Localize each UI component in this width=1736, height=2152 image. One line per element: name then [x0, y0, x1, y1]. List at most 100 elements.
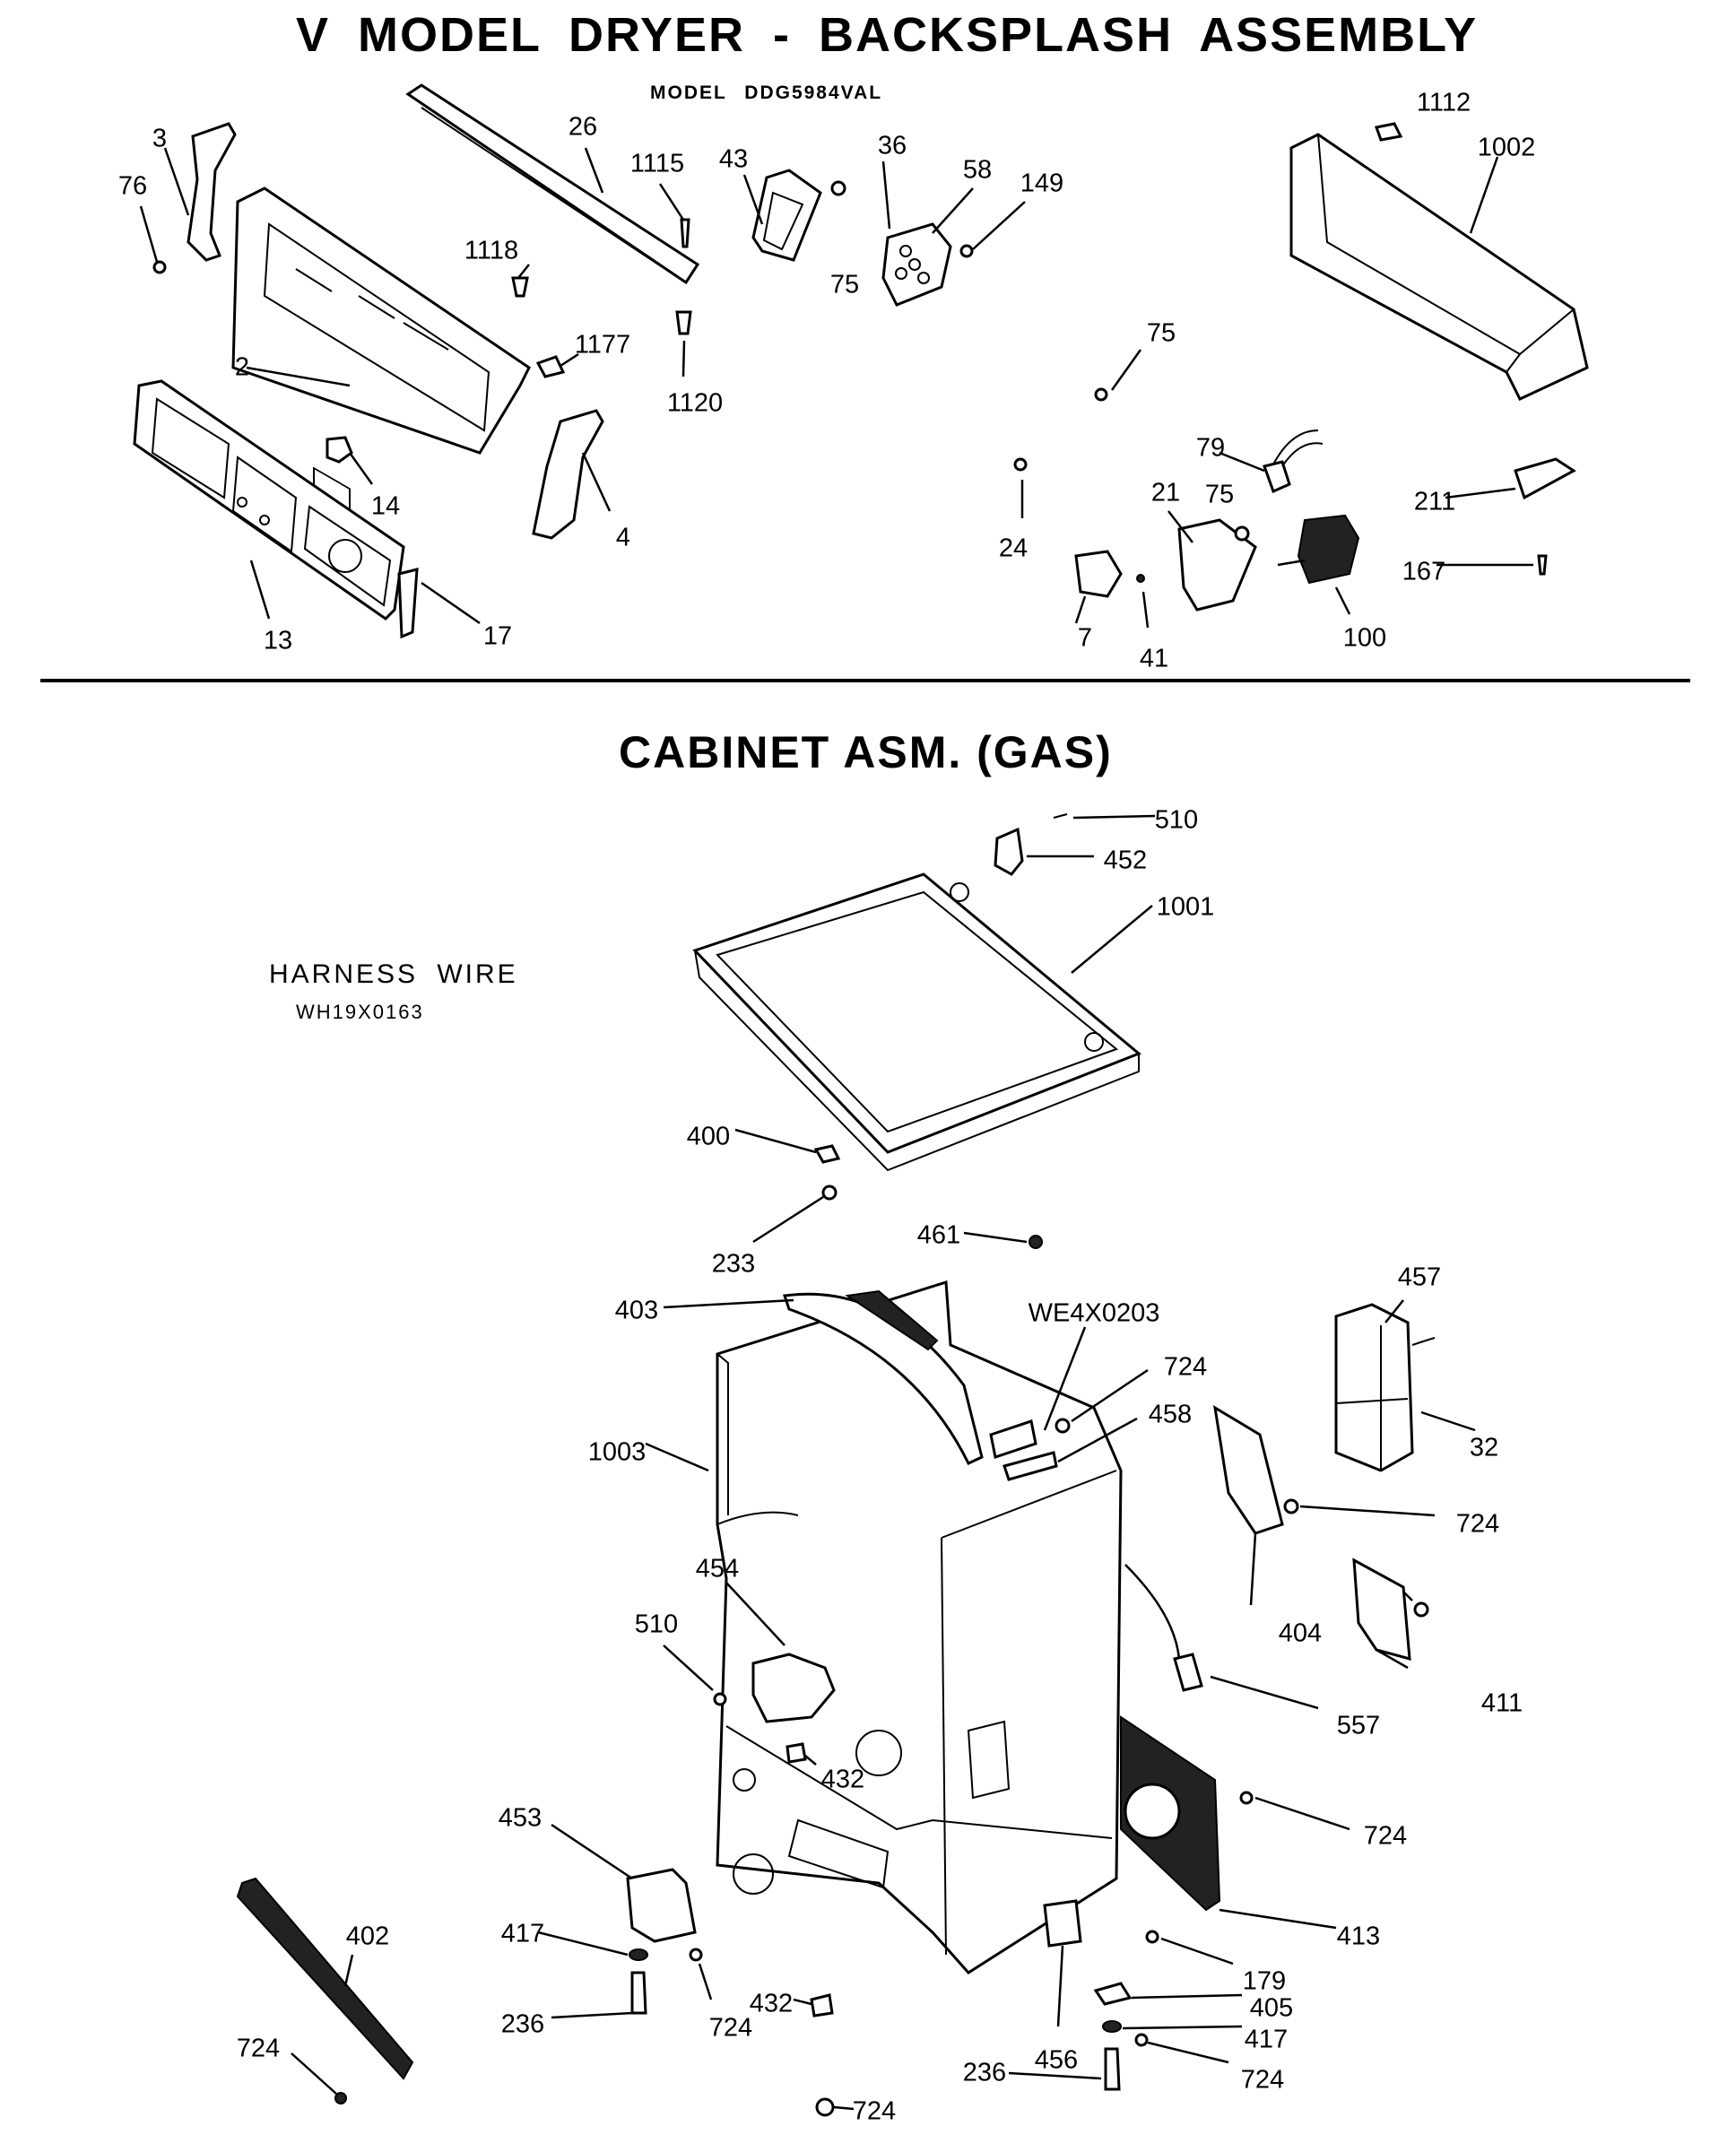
callout-236-a: 236 [500, 2009, 545, 2039]
part-149-screw [959, 244, 974, 258]
part-75-screw-c [1234, 525, 1250, 542]
callout-2: 2 [234, 352, 250, 382]
part-557-cord [1124, 1564, 1181, 1660]
callout-457: 457 [1397, 1263, 1442, 1292]
part-404-plate [1213, 1405, 1284, 1535]
callout-26: 26 [568, 112, 598, 142]
part-1120-fastener [675, 310, 692, 335]
part-14-clip [326, 436, 353, 464]
part-724-screw-h [1134, 2033, 1149, 2047]
part-75-screw-b [1094, 387, 1108, 402]
callout-1003: 1003 [587, 1437, 647, 1467]
part-we4x0203-plate [989, 1419, 1037, 1459]
part-432-grommet-a [786, 1742, 807, 1764]
part-724-screw-e [689, 1948, 703, 1962]
part-453-bracket [626, 1868, 697, 1943]
part-724-screw-a [1055, 1418, 1071, 1434]
part-4-end-cap [532, 409, 604, 540]
part-233-screw [821, 1184, 838, 1201]
part-17-trim [397, 568, 419, 639]
callout-1001: 1001 [1156, 892, 1215, 922]
part-1112-clip [1375, 122, 1403, 142]
part-724-screw-c [1413, 1601, 1429, 1618]
callout-1002: 1002 [1477, 133, 1536, 162]
callout-405: 405 [1249, 1993, 1294, 2023]
callout-4: 4 [615, 523, 631, 552]
part-724-screw-d [1239, 1791, 1254, 1805]
callout-236-b: 236 [962, 2058, 1007, 2087]
callout-454: 454 [695, 1554, 740, 1584]
callout-41: 41 [1139, 644, 1169, 673]
callout-149: 149 [1020, 169, 1064, 198]
part-76-screw [152, 260, 167, 274]
callout-456: 456 [1034, 2045, 1079, 2075]
callout-400: 400 [686, 1122, 731, 1151]
callout-413: 413 [1336, 1922, 1381, 1951]
callout-411: 411 [1480, 1688, 1523, 1718]
part-211-bracket [1514, 457, 1576, 500]
callout-461: 461 [916, 1220, 961, 1250]
callout-179: 179 [1242, 1966, 1287, 1996]
callout-14: 14 [370, 491, 401, 521]
callout-36: 36 [877, 131, 907, 161]
callout-510-a: 510 [1154, 805, 1199, 835]
part-167-screw [1537, 554, 1548, 576]
part-403-vent-slots [845, 1289, 939, 1351]
part-100-timer [1277, 514, 1360, 585]
part-1115-screw [680, 218, 690, 248]
part-1118-fastener [511, 276, 529, 298]
callout-76: 76 [117, 171, 148, 201]
part-7-knob [1074, 550, 1123, 598]
callout-233: 233 [711, 1249, 756, 1279]
callout-403: 403 [614, 1296, 659, 1325]
part-43-bracket [751, 169, 822, 262]
part-79-wires [1272, 430, 1324, 467]
part-417-foot-pad-a [629, 1948, 648, 1961]
part-75-screw-a [830, 180, 846, 196]
callout-13: 13 [263, 626, 293, 655]
callout-167: 167 [1402, 557, 1446, 586]
callout-1118: 1118 [464, 236, 519, 265]
backsplash-title: V MODEL DRYER - BACKSPLASH ASSEMBLY [296, 8, 1479, 62]
part-3-end-cap [187, 122, 237, 262]
part-405-bracket [1093, 1982, 1133, 2006]
callout-458: 458 [1148, 1400, 1193, 1429]
part-179-screw [1145, 1930, 1159, 1944]
callout-724-f: 724 [236, 2034, 281, 2063]
callout-1112: 1112 [1416, 88, 1471, 117]
part-452-hinge [994, 827, 1024, 876]
callout-1115: 1115 [629, 149, 685, 178]
harness-wire-part-number: WH19X0163 [296, 1001, 424, 1023]
callout-75-b: 75 [1146, 318, 1176, 348]
callout-3: 3 [152, 124, 168, 153]
part-724-screw-b [1283, 1498, 1299, 1514]
callout-417-a: 417 [500, 1919, 545, 1948]
part-724-screw-g [815, 2097, 835, 2117]
callout-724-g: 724 [852, 2096, 897, 2126]
part-411-plate [1352, 1558, 1411, 1662]
callout-17: 17 [482, 621, 513, 651]
part-21-mount-plate [1177, 518, 1257, 612]
callout-724-b: 724 [1455, 1509, 1500, 1539]
cabinet-title: CABINET ASM. (GAS) [619, 727, 1113, 777]
callout-58: 58 [962, 155, 993, 185]
model-number: MODEL DDG5984VAL [650, 82, 883, 103]
part-457-insulation-block [1334, 1303, 1414, 1472]
callout-1120: 1120 [666, 388, 724, 418]
callout-417-b: 417 [1244, 2025, 1289, 2054]
callout-724-d: 724 [708, 2013, 753, 2043]
callout-404: 404 [1278, 1618, 1323, 1648]
callout-75-a: 75 [829, 270, 860, 299]
part-41-spring [1136, 574, 1145, 583]
callout-32: 32 [1469, 1433, 1499, 1462]
callout-24: 24 [998, 534, 1029, 563]
callout-432-a: 432 [820, 1765, 865, 1794]
part-1177-clip [535, 355, 566, 378]
callout-7: 7 [1077, 623, 1093, 653]
callout-we4x0203: WE4X0203 [1028, 1298, 1160, 1328]
callout-724-a: 724 [1163, 1352, 1208, 1382]
cabinet-body [716, 1280, 1123, 1974]
callout-724-e: 724 [1240, 2065, 1285, 2095]
